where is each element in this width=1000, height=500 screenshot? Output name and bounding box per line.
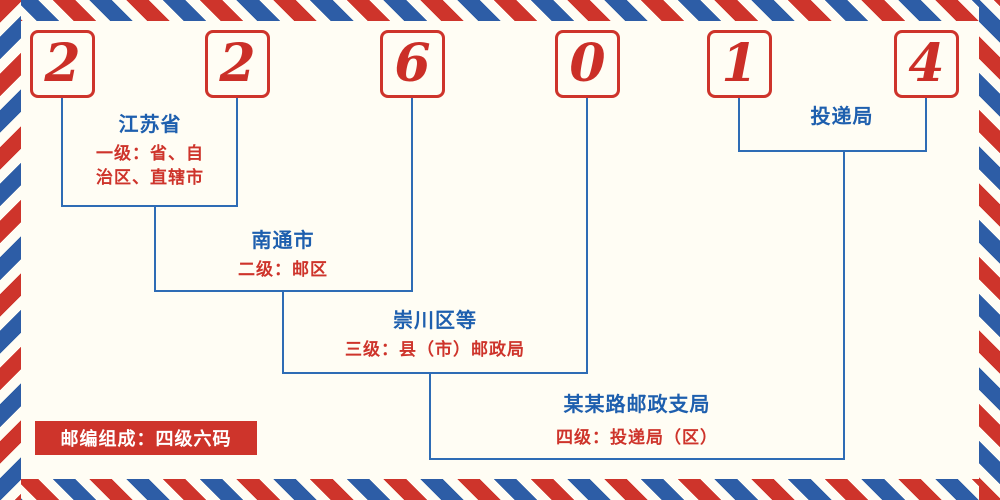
- level2-label-group: 南通市 二级：邮区: [193, 228, 373, 282]
- connector-level1-to-level2: [154, 205, 156, 292]
- connector-level3-horizontal: [282, 372, 588, 374]
- digit-4: 0: [569, 33, 606, 94]
- level4-place-name: 某某路邮政支局: [563, 392, 711, 416]
- delivery-office-label: 投递局: [810, 104, 874, 128]
- connector-digit6-down: [925, 98, 927, 150]
- level3-desc: 三级：县（市）邮政局: [345, 340, 525, 360]
- level3-label-group: 崇川区等 三级：县（市）邮政局: [320, 308, 550, 362]
- digit-5: 1: [721, 33, 758, 94]
- connector-digit1-down: [61, 98, 63, 205]
- digit-box-2: 2: [205, 30, 270, 98]
- connector-digit5-down: [738, 98, 740, 150]
- connector-level1-horizontal: [61, 205, 238, 207]
- digit-3: 6: [394, 33, 431, 94]
- connector-digit4-down: [586, 98, 588, 372]
- connector-digit2-down: [236, 98, 238, 205]
- airmail-border-left: [0, 0, 21, 500]
- level2-place-name: 南通市: [251, 228, 315, 252]
- digit-box-5: 1: [707, 30, 772, 98]
- level1-label-group: 江苏省 一级：省、自 治区、直辖市: [70, 112, 230, 190]
- digit-box-3: 6: [380, 30, 445, 98]
- level1-place-name: 江苏省: [118, 112, 182, 136]
- digit-6: 4: [908, 33, 945, 94]
- connector-level2-to-level3: [282, 290, 284, 374]
- connector-delivery-horizontal: [738, 150, 927, 152]
- connector-delivery-to-level4: [843, 150, 845, 460]
- level1-desc-line2: 治区、直辖市: [96, 168, 204, 188]
- delivery-office-label-group: 投递局: [782, 104, 902, 134]
- airmail-border-right: [979, 0, 1000, 500]
- digit-2: 2: [219, 33, 256, 94]
- level3-place-name: 崇川区等: [393, 308, 477, 332]
- level2-desc: 二级：邮区: [238, 260, 328, 280]
- connector-digit3-down: [411, 98, 413, 290]
- digit-box-6: 4: [894, 30, 959, 98]
- digit-1: 2: [44, 33, 81, 94]
- level4-label-group: 某某路邮政支局 四级：投递局（区）: [527, 392, 747, 450]
- level1-desc-line1: 一级：省、自: [96, 144, 204, 164]
- airmail-border-top: [0, 0, 1000, 21]
- digit-box-1: 2: [30, 30, 95, 98]
- connector-level3-to-level4: [429, 372, 431, 460]
- airmail-border-bottom: [0, 479, 1000, 500]
- footer-badge: 邮编组成：四级六码: [35, 421, 257, 455]
- level4-desc: 四级：投递局（区）: [556, 428, 718, 448]
- digit-box-4: 0: [555, 30, 620, 98]
- connector-level4-horizontal: [429, 458, 845, 460]
